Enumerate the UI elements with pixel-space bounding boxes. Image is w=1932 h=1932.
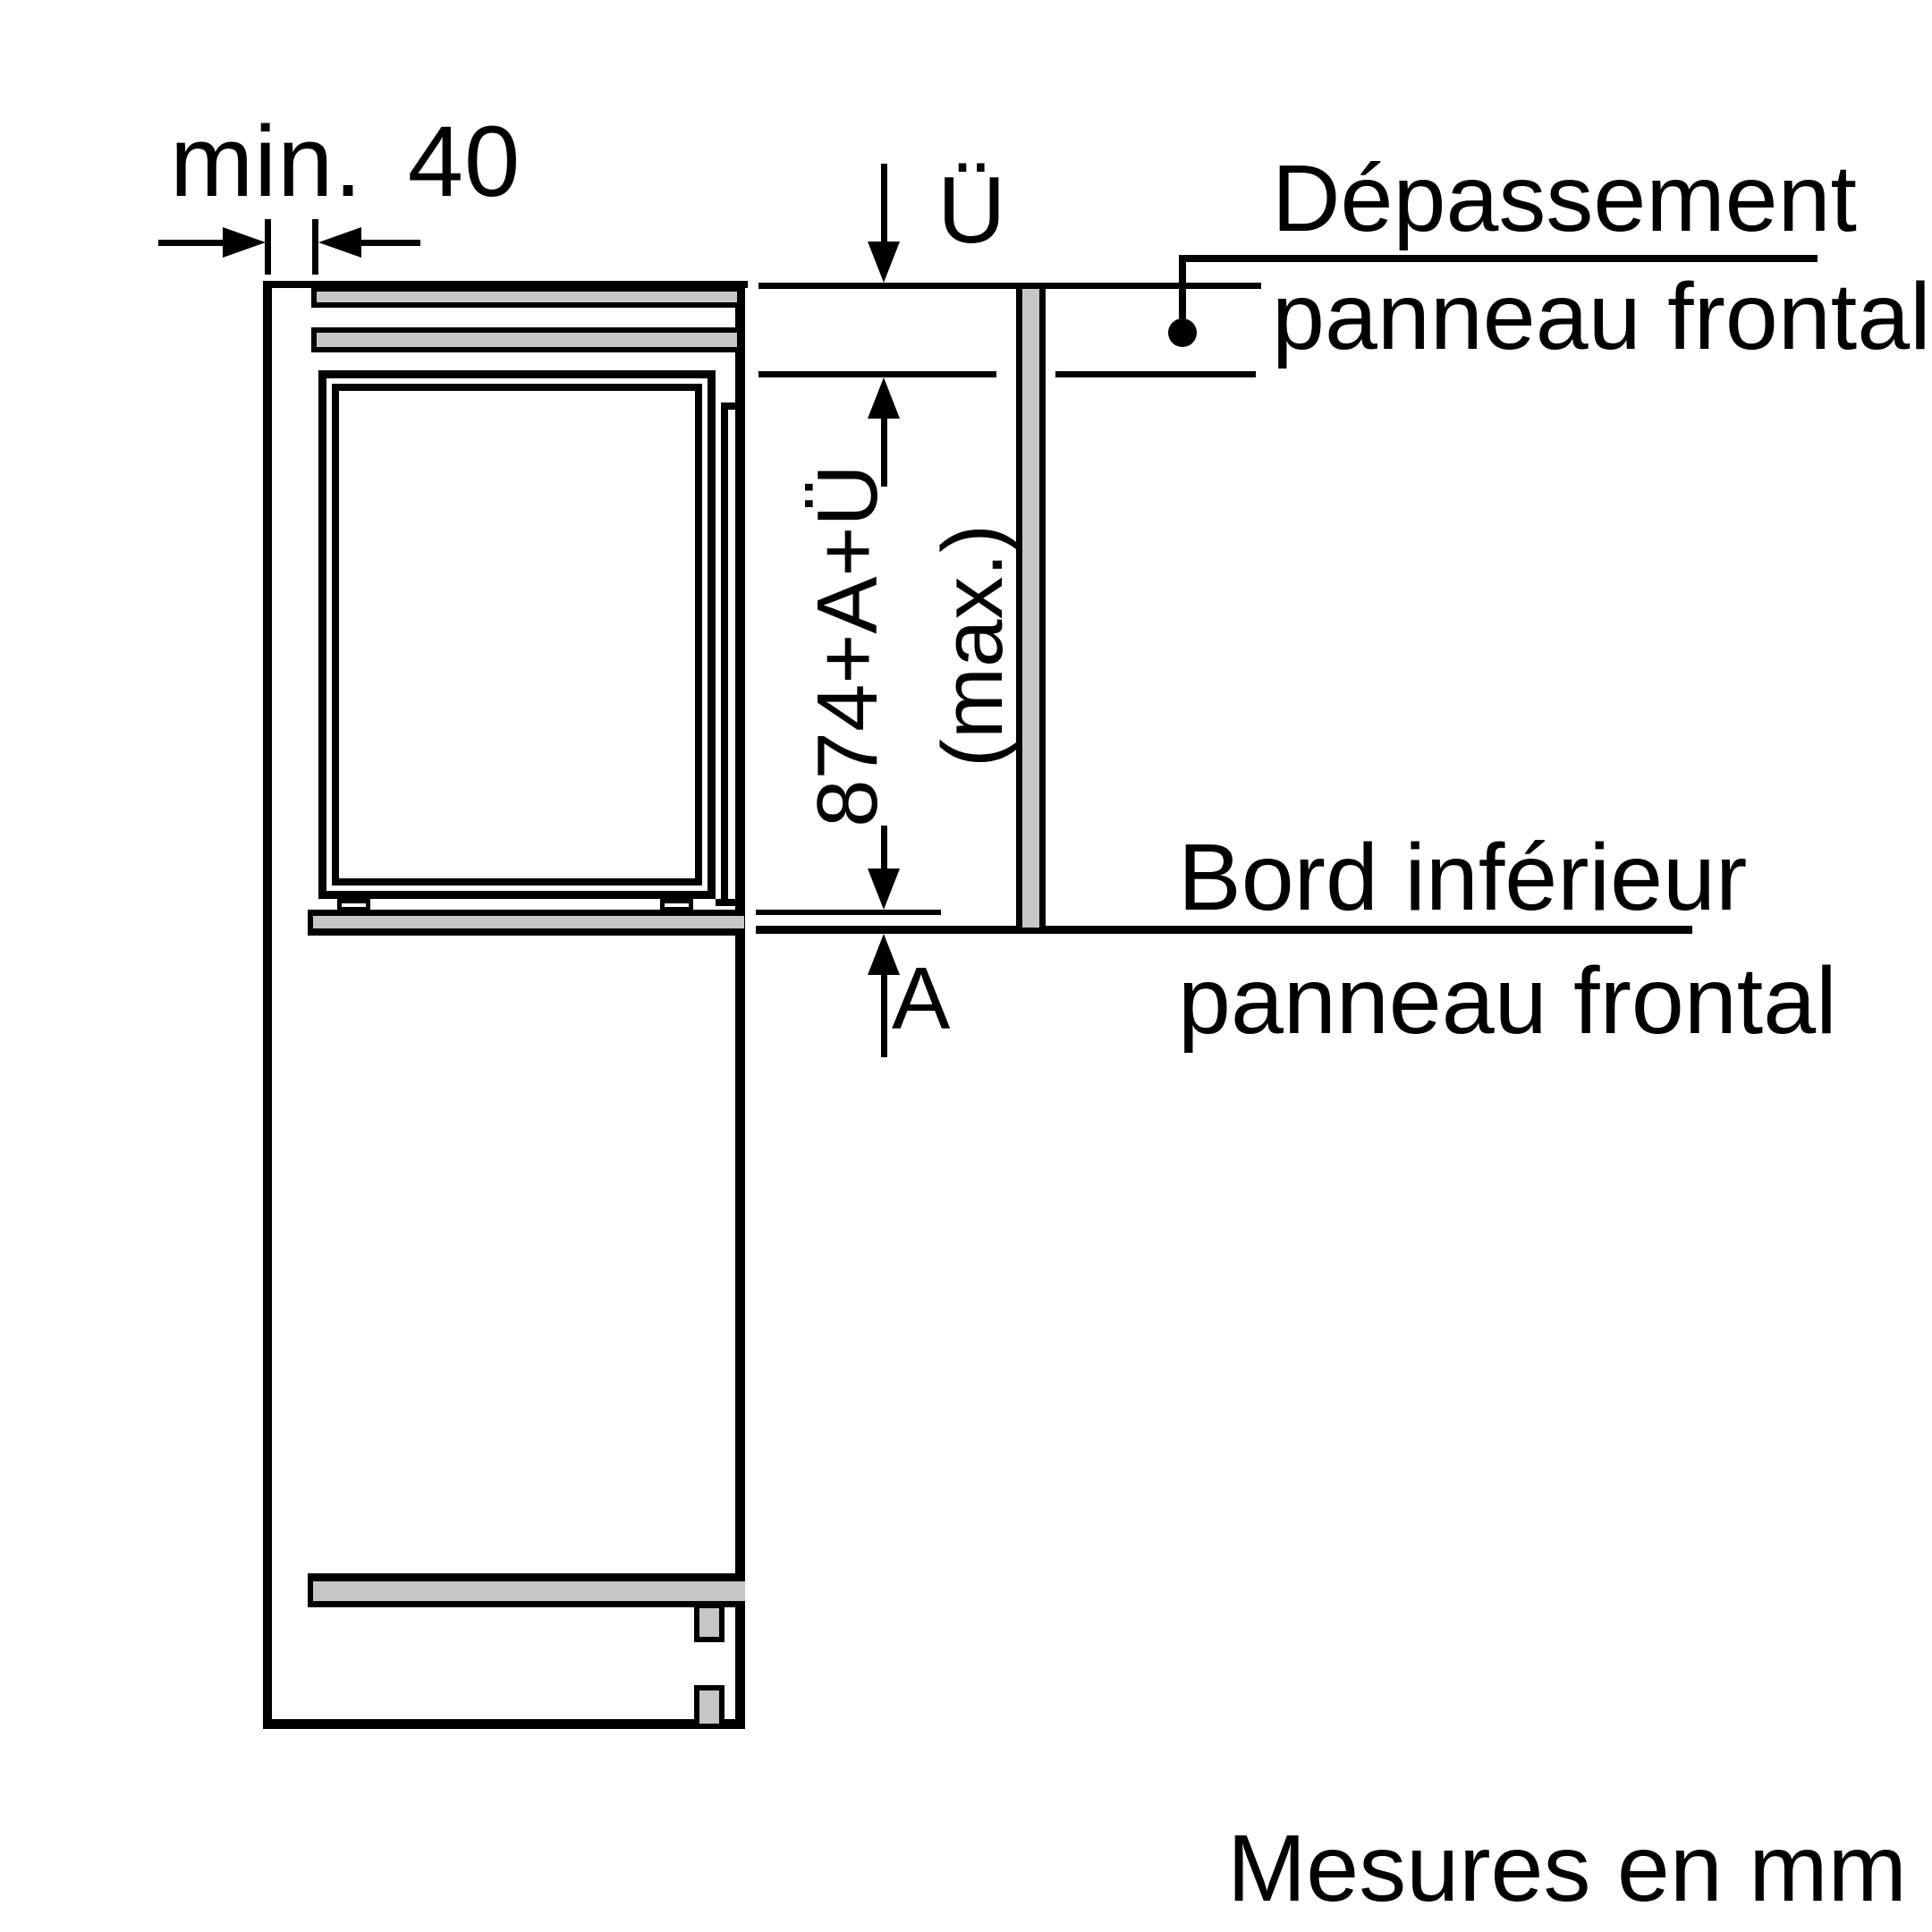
height-dim-shaft-bottom (881, 826, 887, 872)
height-dim-line2: (max.) (925, 524, 1021, 767)
vent-panel-lower (311, 327, 742, 352)
top-callout-line1: Dépassement (1272, 146, 1858, 251)
front-panel-bar (1016, 283, 1046, 934)
arrow-down-icon (868, 242, 900, 283)
appliance-shelf (308, 910, 744, 936)
panel-top-line (758, 283, 1261, 289)
lower-gap-arrow-shaft (881, 973, 887, 1057)
bottom-callout-line2: panneau frontal (1178, 948, 1837, 1054)
niche-top-line-left (758, 371, 996, 377)
top-callout-line2: panneau frontal (1272, 264, 1931, 369)
arrow-right-icon (223, 227, 266, 258)
mounting-block-upper (694, 1603, 724, 1642)
niche-bottom-line (756, 910, 941, 915)
bottom-callout-label: Bord inférieur panneau frontal (1178, 827, 1837, 1051)
panel-bottom-line (756, 926, 1692, 934)
min-gap-label: min. 40 (170, 106, 521, 217)
niche-top-line-right (1055, 371, 1256, 377)
bottom-callout-line1: Bord inférieur (1178, 825, 1748, 930)
appliance-foot-left (337, 899, 370, 911)
min-gap-dim-line-left (158, 240, 226, 246)
vent-panel-upper (311, 286, 742, 308)
callout-leader-horizontal (1179, 255, 1818, 262)
cabinet-left-wall (263, 281, 272, 1729)
arrow-left-icon (318, 227, 361, 258)
arrow-down-icon (868, 869, 900, 910)
plinth-shelf (308, 1573, 745, 1607)
height-dim-shaft-top (881, 417, 887, 487)
height-dim-label: 874+A+Ü (max.) (785, 369, 1036, 923)
appliance-outer-box (318, 370, 716, 899)
mounting-block-lower (694, 1685, 724, 1729)
min-gap-tick-left (265, 219, 271, 275)
callout-leader-vertical (1179, 255, 1186, 333)
top-callout-label: Dépassement panneau frontal (1272, 149, 1931, 366)
appliance-inner-box (332, 384, 702, 886)
overhang-label: Ü (937, 157, 1006, 263)
appliance-door-line (721, 402, 728, 906)
height-dim-line1: 874+A+Ü (800, 464, 895, 827)
appliance-foot-right (660, 899, 693, 911)
min-gap-tick-right (312, 219, 318, 275)
units-label: Mesures en mm (1227, 1816, 1907, 1921)
overhang-arrow-shaft (881, 164, 887, 246)
arrow-up-icon (868, 377, 900, 419)
lower-gap-label: A (892, 949, 951, 1047)
callout-dot-icon (1168, 318, 1197, 347)
cabinet-right-wall (735, 281, 745, 1729)
cabinet-top-line (263, 281, 748, 288)
min-gap-dim-line-right (360, 240, 420, 246)
appliance-door-bottom-cap (716, 899, 743, 906)
appliance-door-top-cap (721, 402, 743, 410)
cabinet-bottom-line (263, 1719, 745, 1729)
arrow-up-icon (868, 934, 900, 975)
